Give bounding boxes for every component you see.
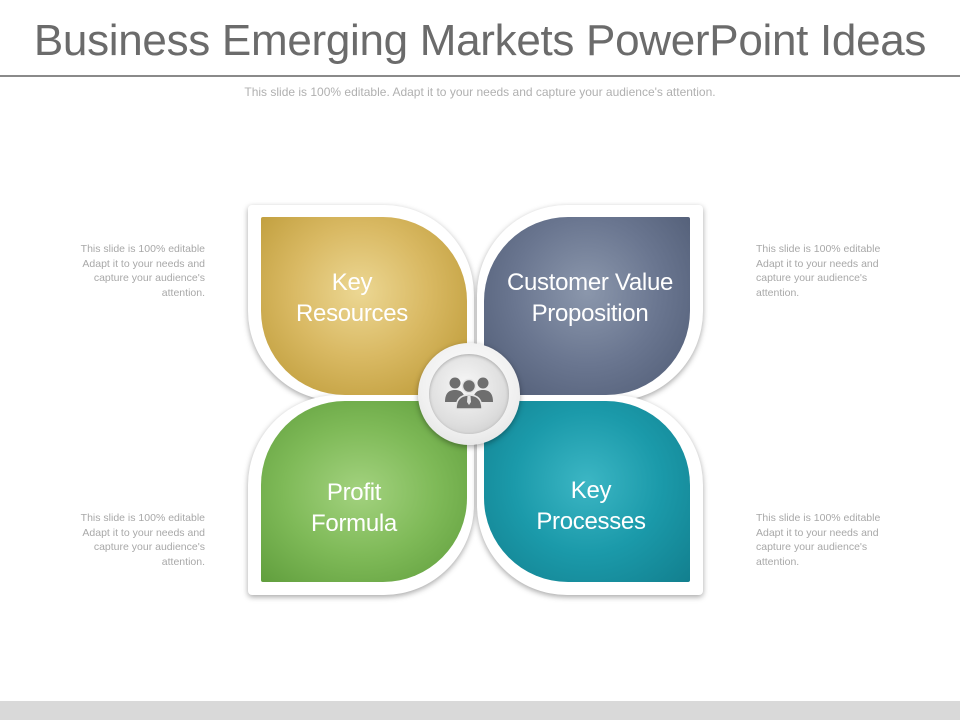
petal-label-line2: Formula: [311, 509, 397, 537]
note-bottom-right: This slide is 100% editable Adapt it to …: [756, 512, 881, 568]
petal-label-line2: Resources: [295, 300, 408, 327]
petal-customer-value-proposition: Customer Value Proposition: [484, 217, 690, 395]
petal-label-line1: Customer Value: [506, 269, 674, 296]
title-divider: [0, 75, 960, 77]
people-group-icon: [445, 377, 493, 410]
petal-label-line1: Key: [570, 476, 612, 504]
petal-key-processes: Key Processes: [484, 401, 690, 582]
hub-inner-circle: [429, 354, 509, 434]
note-top-right: This slide is 100% editable Adapt it to …: [756, 243, 881, 299]
note-top-left: This slide is 100% editable Adapt it to …: [80, 243, 205, 299]
petal-profit-formula: Profit Formula: [261, 401, 467, 582]
note-bottom-left: This slide is 100% editable Adapt it to …: [80, 512, 205, 568]
petal-label-line1: Key: [331, 269, 373, 296]
petal-label-line2: Processes: [536, 507, 646, 535]
slide-subtitle: This slide is 100% editable. Adapt it to…: [244, 85, 716, 99]
petal-label-line1: Profit: [326, 478, 382, 506]
petal-label-line2: Proposition: [531, 300, 649, 327]
footer-bar: [0, 701, 960, 720]
slide-title: Business Emerging Markets PowerPoint Ide…: [33, 16, 927, 65]
